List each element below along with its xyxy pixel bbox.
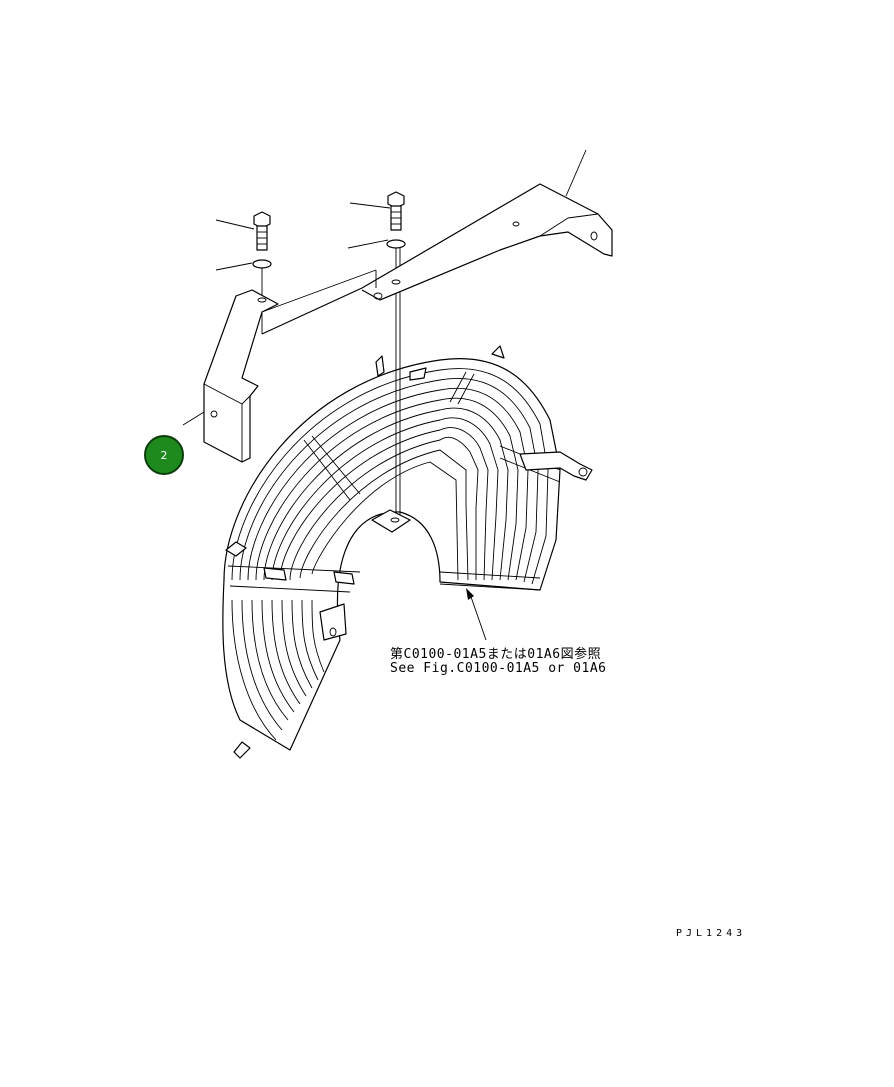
reference-note-ja: 第C0100-01A5または01A6図参照 [390, 647, 602, 662]
callout-badge[interactable]: 2 [144, 435, 184, 475]
bolt-left [253, 211, 271, 251]
fan-guard [222, 358, 561, 751]
drawing-id: PJL1243 [676, 928, 747, 939]
reference-note-en: See Fig.C0100-01A5 or 01A6 [390, 661, 607, 676]
washer-left [252, 259, 272, 269]
reference-arrow [466, 588, 487, 641]
leader-lines [182, 149, 587, 426]
bolt-right [387, 191, 405, 231]
long-bracket [261, 183, 613, 335]
mounting-tabs [225, 345, 593, 759]
stay-bracket [203, 289, 279, 463]
washer-right [386, 239, 406, 249]
